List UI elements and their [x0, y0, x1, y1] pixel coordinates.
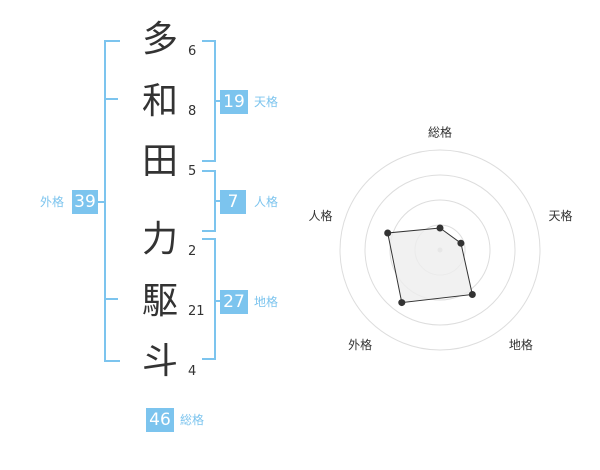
radar-shape: [384, 224, 476, 307]
radar-point-1: [457, 239, 465, 247]
name-char-1: 多: [141, 19, 178, 60]
radar-polygon: [387, 227, 473, 304]
radar-point-4: [384, 229, 392, 237]
radar-point-3: [398, 299, 406, 307]
name-char-6: 斗: [141, 341, 178, 382]
radar-point-0: [436, 224, 444, 232]
gaikaku-label: 外格: [40, 195, 65, 209]
stroke-count-2: 8: [188, 104, 197, 119]
stroke-count-3: 5: [188, 164, 197, 179]
jinkaku-connector: [214, 200, 222, 202]
soukaku-value: 46: [146, 408, 174, 432]
tenkaku-label: 天格: [254, 95, 279, 109]
stroke-count-4: 2: [188, 244, 197, 259]
chikaku-connector: [214, 300, 222, 302]
stroke-count-6: 4: [188, 364, 197, 379]
jinkaku-value: 7: [220, 190, 246, 214]
jinkaku-label: 人格: [254, 195, 279, 209]
name-char-5: 駆: [141, 281, 178, 322]
name-char-3: 田: [141, 141, 178, 182]
radar-ring-3: [364, 174, 516, 326]
radar-axis-label-3: 外格: [348, 337, 372, 352]
name-char-2: 和: [141, 81, 178, 122]
radar-axis-label-1: 天格: [549, 208, 573, 223]
gaikaku-tick-1: [104, 98, 118, 100]
soukaku-label: 総格: [180, 413, 205, 427]
gaikaku-value: 39: [72, 190, 98, 214]
chikaku-value: 27: [220, 290, 248, 314]
radar-point-2: [468, 290, 476, 298]
stroke-count-1: 6: [188, 44, 197, 59]
name-char-4: 力: [141, 219, 178, 260]
tenkaku-value: 19: [220, 90, 248, 114]
gaikaku-bracket: [104, 40, 120, 362]
chikaku-label: 地格: [254, 295, 279, 309]
radar-ring-2: [389, 199, 491, 301]
radar-axis-label-0: 総格: [428, 125, 452, 140]
stroke-count-5: 21: [188, 304, 205, 319]
radar-axis-label-2: 地格: [509, 337, 533, 352]
gaikaku-tick-2: [104, 298, 118, 300]
gaikaku-connector: [92, 201, 104, 203]
radar-ring-4: [339, 149, 541, 351]
radar-axis-label-4: 人格: [308, 208, 332, 223]
chikaku-bracket: [202, 238, 216, 360]
tenkaku-connector: [214, 100, 222, 102]
